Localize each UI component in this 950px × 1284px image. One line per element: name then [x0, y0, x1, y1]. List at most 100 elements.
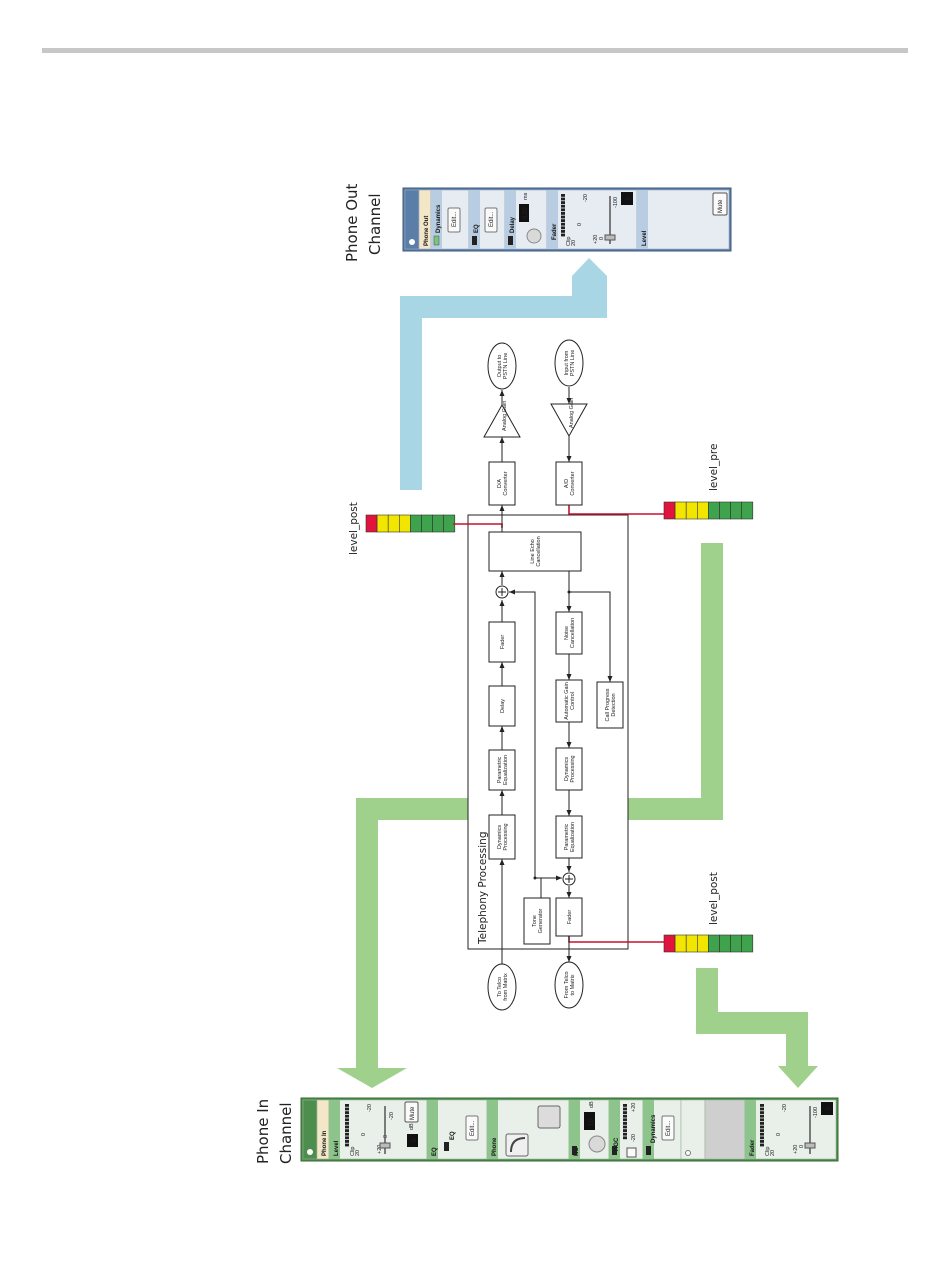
telephony-processing-box	[467, 514, 629, 950]
meter-segment	[674, 501, 687, 520]
phone-out-title-line1: Phone Out	[343, 183, 361, 262]
tone-generator-block-label: Tone	[532, 915, 538, 927]
meter-segment	[719, 501, 731, 520]
input-pstn-terminal-label: PSTN Line	[570, 350, 576, 377]
phone-out-title-line2: Channel	[366, 193, 384, 255]
strip-header	[745, 1100, 756, 1159]
delay-enable-checkbox[interactable]	[508, 236, 513, 245]
arrowhead	[566, 892, 572, 898]
agc-enable-checkbox[interactable]	[612, 1146, 617, 1155]
eq-label: EQ	[474, 224, 480, 233]
arrowhead	[566, 606, 572, 612]
noise-cancellation-block-label: Noise	[564, 626, 570, 640]
arrowhead	[499, 390, 505, 396]
strip-header	[505, 190, 516, 249]
meter-scale-0: 0	[776, 1133, 782, 1136]
meter-segment	[730, 934, 742, 953]
meter-tick	[760, 1125, 764, 1129]
input-pstn-terminal-label: Input from	[564, 350, 570, 375]
meter-tick	[760, 1129, 764, 1132]
strip-9	[704, 1099, 746, 1160]
mute-label: Mute	[718, 199, 724, 213]
eq-edit-button[interactable]	[484, 207, 498, 233]
fader-handle[interactable]	[604, 234, 616, 241]
agc-label: AGC	[614, 1137, 620, 1151]
dynamics-bottom-block-label: Processing	[570, 755, 576, 782]
blue-flow-arrow	[400, 258, 607, 490]
meter-scale-0: 0	[577, 223, 583, 226]
eq-enable-checkbox[interactable]	[444, 1142, 449, 1151]
mute-button[interactable]	[404, 1101, 419, 1123]
meter-tick	[561, 230, 565, 233]
meter-tick	[345, 1136, 349, 1140]
dynamics-enable-checkbox[interactable]	[433, 235, 440, 246]
telephony-processing-label: Telephony Processing	[477, 832, 489, 946]
strip-header	[609, 1100, 620, 1159]
dynamics-edit-button[interactable]	[661, 1115, 675, 1141]
meter-tick	[561, 222, 565, 226]
level-post-tap-top	[453, 523, 503, 528]
delay-value: 0.00	[523, 207, 529, 219]
meter-scale-0: 0	[361, 1133, 367, 1136]
meter-tick	[561, 201, 565, 204]
nc-enable-checkbox[interactable]	[572, 1146, 577, 1155]
meter-segment	[432, 514, 445, 533]
arrowhead	[566, 866, 572, 872]
fader-handle[interactable]	[804, 1142, 816, 1149]
green-flow-arrow-right	[628, 543, 723, 820]
level-post-meter-top	[365, 514, 456, 533]
phone-out-title: Phone Out Channel	[343, 183, 384, 262]
power-icon[interactable]	[307, 1149, 313, 1155]
nc-value: 10	[589, 1119, 595, 1126]
meter-scale--20: -20	[583, 194, 589, 202]
meter-segment	[387, 514, 400, 533]
arrowhead	[499, 505, 505, 511]
line-echo-cancellation-block-label: Line Echo	[530, 539, 536, 563]
level-handle[interactable]	[379, 1142, 391, 1149]
meter-tick	[345, 1104, 349, 1107]
fader-scale-plus20: +20	[793, 1145, 799, 1154]
flow-arrows	[337, 258, 818, 1088]
level-pre-meter	[663, 501, 754, 520]
collapse-icon[interactable]	[685, 1150, 691, 1156]
output-pstn-terminal-label: PSTN Line	[503, 353, 509, 380]
meter-scale-20: 20	[770, 1150, 776, 1156]
dynamics-top-block-label: Processing	[503, 823, 509, 850]
dynamics-enable-checkbox[interactable]	[646, 1146, 651, 1155]
ad-converter-block-label: Converter	[570, 471, 576, 495]
dynamics-edit-button[interactable]	[447, 207, 461, 233]
meter-tick	[561, 233, 565, 237]
level-post-meter-bottom	[663, 934, 754, 953]
analog-gain-in-label: Analog Gain	[569, 398, 575, 428]
eq-enable-checkbox[interactable]	[472, 236, 477, 245]
agc-scale-minus20: -20	[631, 1134, 637, 1142]
keypad-icon[interactable]	[537, 1105, 561, 1129]
level-scale-0: 0	[383, 1135, 389, 1138]
level-label: Level	[642, 230, 648, 246]
meter-tick	[345, 1111, 349, 1114]
power-icon[interactable]	[409, 239, 415, 245]
nc-knob[interactable]	[588, 1135, 606, 1153]
arrowhead	[499, 600, 505, 606]
mute-button[interactable]	[712, 192, 728, 216]
delay-unit: ms	[523, 192, 529, 200]
arrowhead	[509, 589, 515, 595]
meter-tick	[345, 1132, 349, 1136]
arrowhead	[566, 674, 572, 680]
delay-knob[interactable]	[526, 228, 542, 244]
agc-button[interactable]	[626, 1147, 637, 1158]
meter-scale-clip: Clip	[350, 1147, 356, 1156]
arrowhead	[556, 875, 562, 881]
meter-tick	[561, 194, 565, 197]
meter-tick	[561, 208, 565, 212]
meter-tick	[345, 1129, 349, 1132]
eq-edit-button[interactable]	[465, 1115, 479, 1141]
